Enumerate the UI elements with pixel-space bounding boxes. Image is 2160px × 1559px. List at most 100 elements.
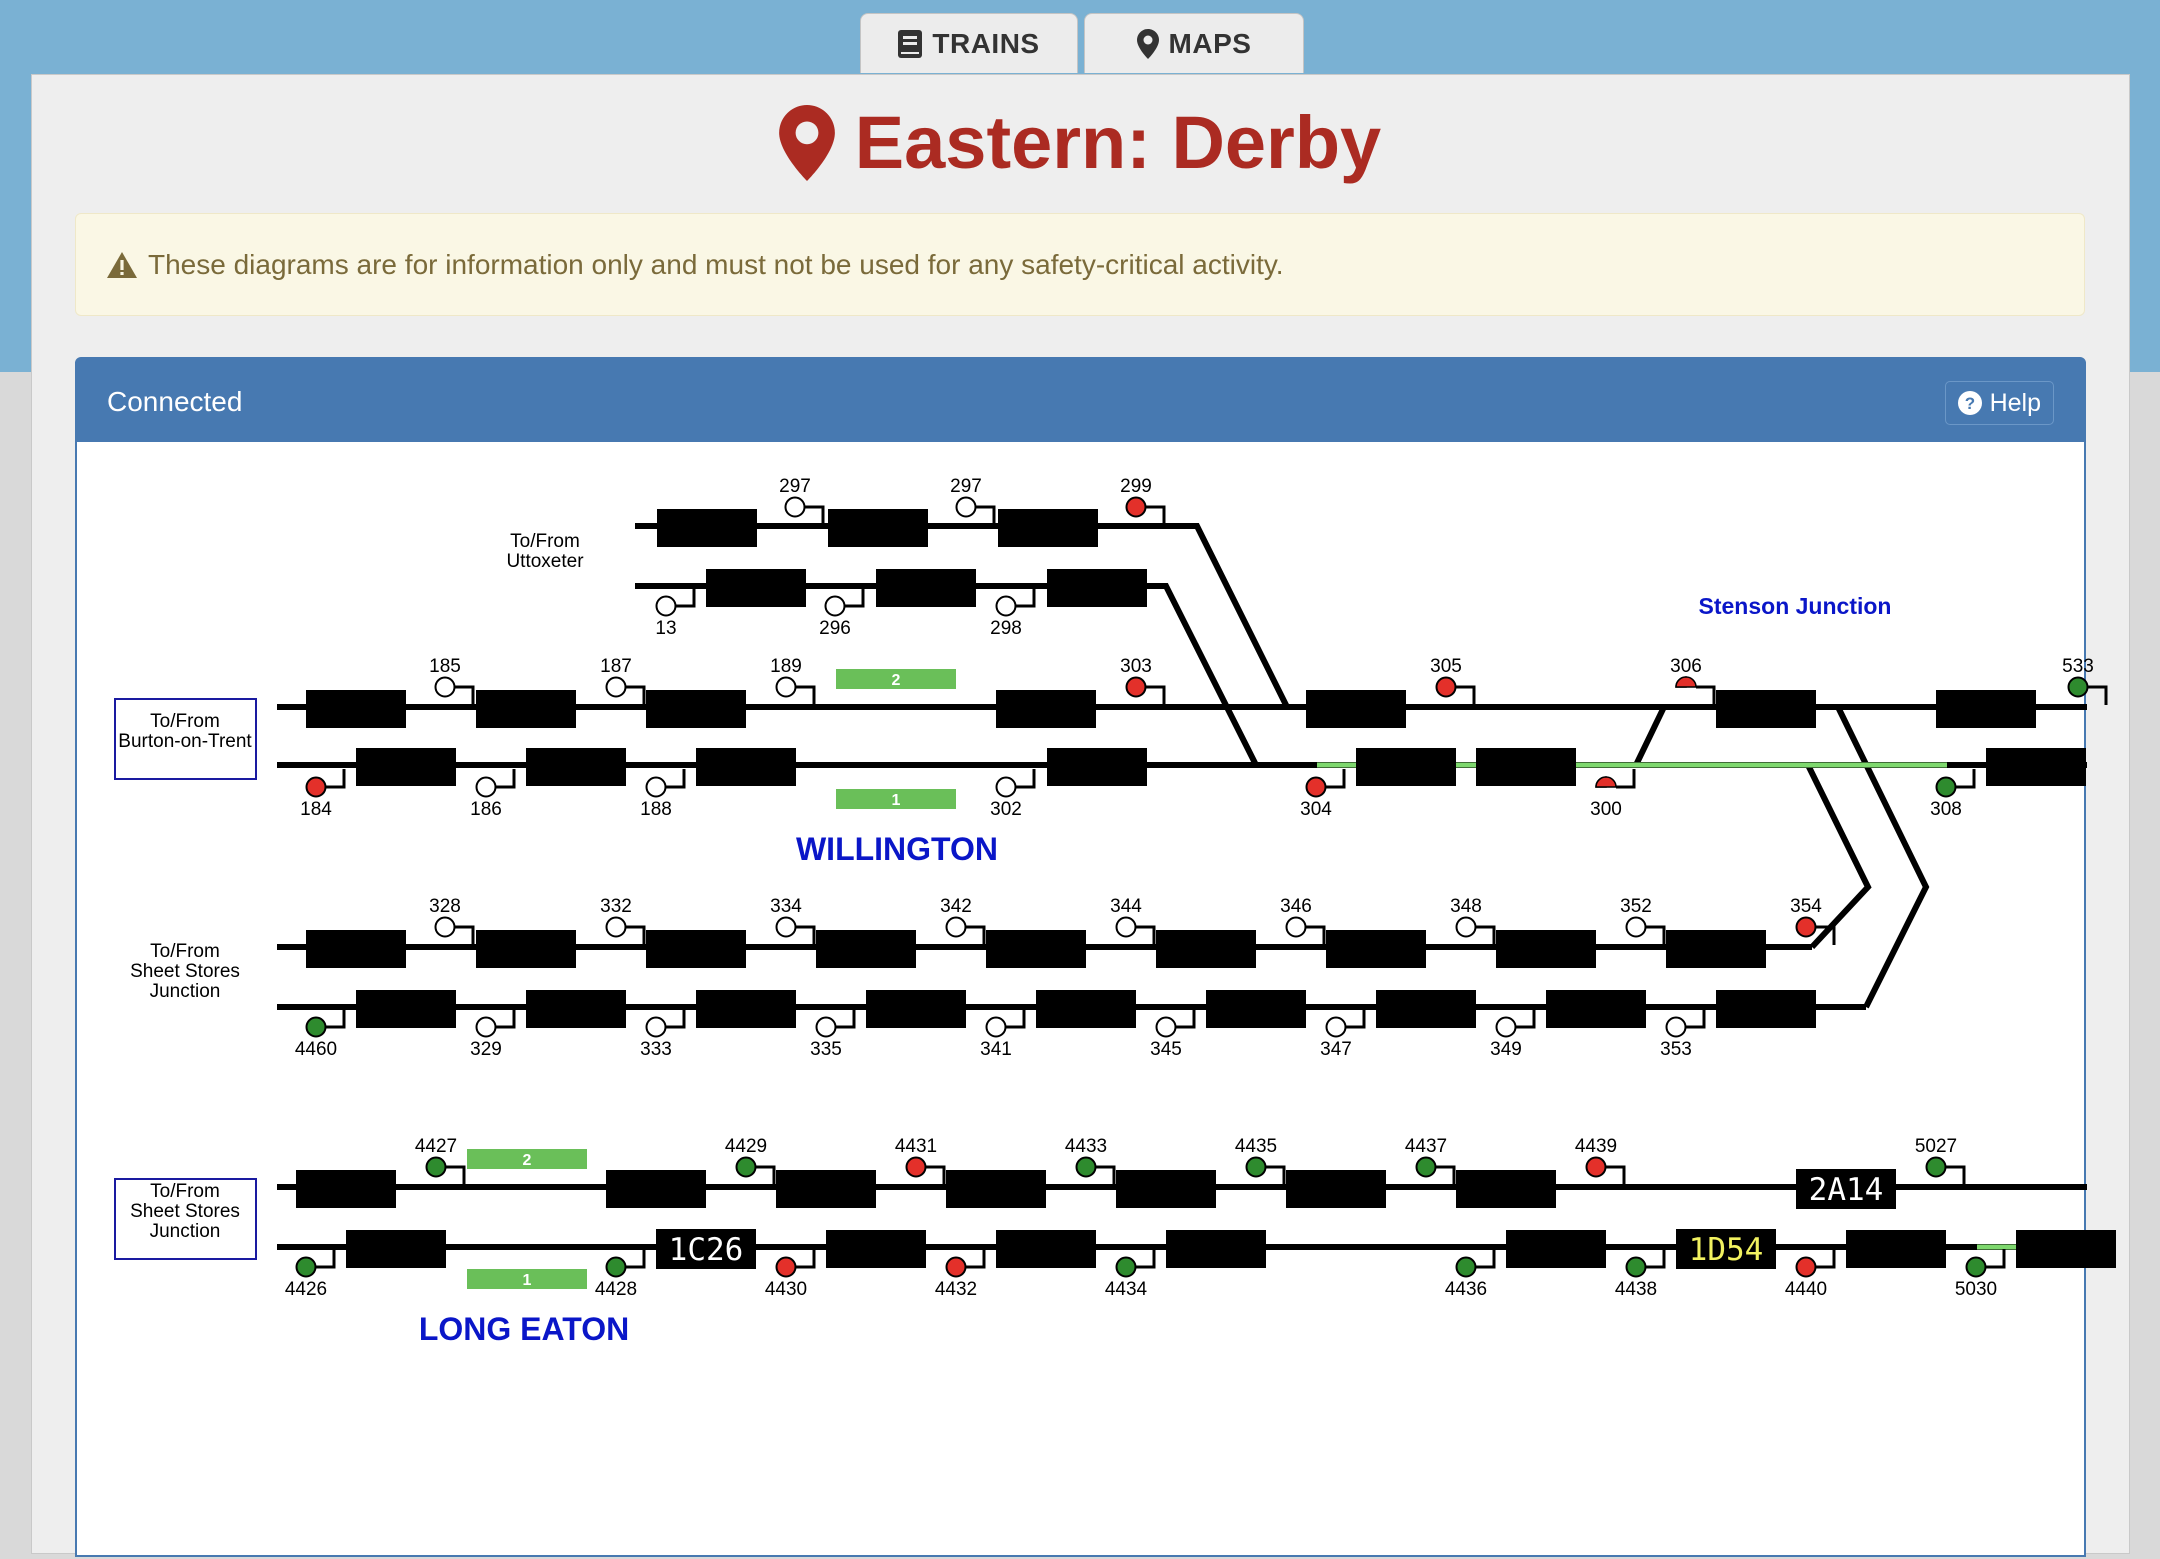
signal-4440[interactable]: 4440 — [1785, 1249, 1836, 1300]
signal-aspect — [1965, 1256, 1987, 1278]
signal-345[interactable]: 345 — [1150, 1009, 1196, 1060]
track-section — [356, 990, 456, 1028]
signal-4426[interactable]: 4426 — [285, 1249, 336, 1300]
signal-aspect — [955, 496, 977, 518]
track-section — [1666, 930, 1766, 968]
signal-298[interactable]: 298 — [990, 588, 1036, 639]
signal-333[interactable]: 333 — [640, 1009, 686, 1060]
signal-5030[interactable]: 5030 — [1955, 1249, 2006, 1300]
signal-4431[interactable]: 4431 — [895, 1136, 946, 1185]
signal-number: 329 — [470, 1039, 502, 1060]
book-icon — [898, 29, 923, 58]
signal-346[interactable]: 346 — [1280, 896, 1326, 945]
signal-299[interactable]: 299 — [1120, 476, 1166, 525]
signal-335[interactable]: 335 — [810, 1009, 856, 1060]
signal-184[interactable]: 184 — [300, 769, 346, 820]
signal-306[interactable]: 306 — [1670, 656, 1716, 705]
signal-4433[interactable]: 4433 — [1065, 1136, 1116, 1185]
signal-297[interactable]: 297 — [779, 476, 825, 525]
signal-334[interactable]: 334 — [770, 896, 816, 945]
signal-number: 306 — [1670, 656, 1702, 677]
signal-302[interactable]: 302 — [990, 769, 1036, 820]
signal-352[interactable]: 352 — [1620, 896, 1666, 945]
track-section — [1456, 1170, 1556, 1208]
signal-4439[interactable]: 4439 — [1575, 1136, 1626, 1185]
signal-5027[interactable]: 5027 — [1915, 1136, 1966, 1185]
track-section — [526, 990, 626, 1028]
signal-aspect — [1325, 1016, 1347, 1038]
train-1D54[interactable]: 1D54 — [1676, 1229, 1776, 1269]
signal-4430[interactable]: 4430 — [765, 1249, 816, 1300]
signal-533[interactable]: 533 — [2062, 656, 2108, 705]
track-section — [1116, 1170, 1216, 1208]
signal-4429[interactable]: 4429 — [725, 1136, 776, 1185]
signal-185[interactable]: 185 — [429, 656, 475, 705]
signal-353[interactable]: 353 — [1660, 1009, 1706, 1060]
track-section — [646, 930, 746, 968]
signal-349[interactable]: 349 — [1490, 1009, 1536, 1060]
platform-number: 2 — [523, 1152, 532, 1169]
signal-342[interactable]: 342 — [940, 896, 986, 945]
signal-328[interactable]: 328 — [429, 896, 475, 945]
signal-4460[interactable]: 4460 — [295, 1009, 346, 1060]
signal-347[interactable]: 347 — [1320, 1009, 1366, 1060]
signal-329[interactable]: 329 — [470, 1009, 516, 1060]
signal-332[interactable]: 332 — [600, 896, 646, 945]
signal-308[interactable]: 308 — [1930, 769, 1976, 820]
signal-aspect — [434, 676, 456, 698]
track-section — [706, 569, 806, 607]
tab-maps[interactable]: MAPS — [1084, 13, 1304, 73]
signal-4427[interactable]: 4427 — [415, 1136, 466, 1185]
track-section — [476, 690, 576, 728]
signal-344[interactable]: 344 — [1110, 896, 1156, 945]
track-section — [646, 690, 746, 728]
signal-number: 332 — [600, 896, 632, 917]
signal-number: 4435 — [1235, 1136, 1277, 1157]
signal-aspect — [1925, 1156, 1947, 1178]
signal-189[interactable]: 189 — [770, 656, 816, 705]
signal-4428[interactable]: 4428 — [595, 1249, 646, 1300]
signal-number: 297 — [950, 476, 982, 497]
signal-297[interactable]: 297 — [950, 476, 996, 525]
signal-number: 4427 — [415, 1136, 457, 1157]
signal-187[interactable]: 187 — [600, 656, 646, 705]
signal-number: 13 — [655, 618, 676, 639]
platform — [467, 1269, 587, 1289]
signal-number: 184 — [300, 799, 332, 820]
signal-186[interactable]: 186 — [470, 769, 516, 820]
signal-304[interactable]: 304 — [1300, 769, 1346, 820]
signal-348[interactable]: 348 — [1450, 896, 1496, 945]
signal-4438[interactable]: 4438 — [1615, 1249, 1666, 1300]
signal-305[interactable]: 305 — [1430, 656, 1476, 705]
train-2A14[interactable]: 2A14 — [1796, 1169, 1896, 1209]
signal-13[interactable]: 13 — [655, 588, 696, 639]
tab-trains[interactable]: TRAINS — [860, 13, 1078, 73]
page-title: Eastern: Derby — [0, 100, 2160, 185]
track-section — [996, 1230, 1096, 1268]
safety-alert: These diagrams are for information only … — [75, 213, 2085, 316]
signal-4435[interactable]: 4435 — [1235, 1136, 1286, 1185]
help-button[interactable]: ? Help — [1944, 381, 2054, 425]
track-section — [1716, 990, 1816, 1028]
signal-354[interactable]: 354 — [1790, 896, 1836, 945]
train-1C26[interactable]: 1C26 — [656, 1229, 756, 1269]
signal-4437[interactable]: 4437 — [1405, 1136, 1456, 1185]
signal-303[interactable]: 303 — [1120, 656, 1166, 705]
signal-296[interactable]: 296 — [819, 588, 865, 639]
signal-188[interactable]: 188 — [640, 769, 686, 820]
signal-aspect — [425, 1156, 447, 1178]
signal-4432[interactable]: 4432 — [935, 1249, 986, 1300]
signal-aspect — [655, 595, 677, 617]
track-section — [998, 509, 1098, 547]
signal-4436[interactable]: 4436 — [1445, 1249, 1496, 1300]
signal-341[interactable]: 341 — [980, 1009, 1026, 1060]
track-section — [828, 509, 928, 547]
signal-number: 308 — [1930, 799, 1962, 820]
track-section — [346, 1230, 446, 1268]
signal-4434[interactable]: 4434 — [1105, 1249, 1156, 1300]
signal-aspect — [605, 676, 627, 698]
signal-300[interactable]: 300 — [1590, 769, 1636, 820]
